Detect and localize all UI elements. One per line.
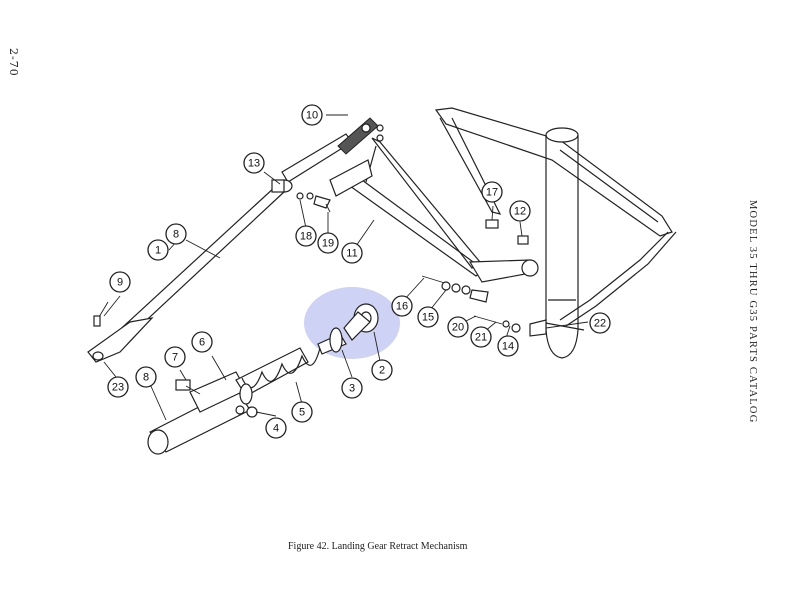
- callout-9: 9: [109, 271, 131, 293]
- callout-23: 23: [107, 376, 129, 398]
- callout-label: 7: [172, 352, 178, 364]
- callout-label: 12: [514, 206, 526, 218]
- support-frame: [434, 107, 677, 359]
- callout-circle: [107, 376, 129, 398]
- callout-circle: [295, 225, 317, 247]
- callout-circle: [470, 326, 492, 348]
- upper-spring-link: [281, 117, 384, 183]
- callout-8a: 8: [165, 223, 187, 245]
- callout-circle: [165, 223, 187, 245]
- callout-label: 5: [299, 407, 305, 419]
- callout-4: 4: [265, 417, 287, 439]
- callout-circle: [191, 331, 213, 353]
- callout-16: 16: [391, 295, 413, 317]
- leader-lines: [103, 114, 589, 421]
- callout-label: 2: [379, 365, 385, 377]
- callout-circle: [371, 359, 393, 381]
- callout-19: 19: [317, 232, 339, 254]
- callout-18: 18: [295, 225, 317, 247]
- callout-label: 21: [475, 332, 487, 344]
- callout-8b: 8: [135, 366, 157, 388]
- callout-label: 1: [155, 245, 161, 257]
- callout-circle: [265, 417, 287, 439]
- callout-label: 16: [396, 301, 408, 313]
- callout-label: 19: [322, 238, 334, 250]
- callout-circle: [391, 295, 413, 317]
- callout-7: 7: [164, 346, 186, 368]
- callout-circle: [109, 271, 131, 293]
- retract-rod: [87, 179, 293, 363]
- callout-label: 10: [306, 110, 318, 122]
- callout-2: 2: [371, 359, 393, 381]
- callout-13: 13: [243, 152, 265, 174]
- callout-circle: [147, 239, 169, 261]
- callout-label: 8: [143, 372, 149, 384]
- callout-circle: [301, 104, 323, 126]
- callout-6: 6: [191, 331, 213, 353]
- callout-label: 11: [346, 248, 357, 260]
- callout-label: 3: [349, 383, 355, 395]
- callout-circle: [509, 200, 531, 222]
- callout-label: 17: [486, 187, 498, 199]
- callout-label: 14: [502, 341, 514, 353]
- callout-label: 13: [248, 158, 260, 170]
- small-hardware: [271, 179, 547, 337]
- callout-17: 17: [481, 181, 503, 203]
- callout-circle: [589, 312, 611, 334]
- callout-22: 22: [589, 312, 611, 334]
- shock-strut: [147, 303, 379, 455]
- callout-10: 10: [301, 104, 323, 126]
- callout-circle: [447, 316, 469, 338]
- callout-21: 21: [470, 326, 492, 348]
- callout-label: 15: [422, 312, 434, 324]
- callout-15: 15: [417, 306, 439, 328]
- callout-12: 12: [509, 200, 531, 222]
- callout-circle: [291, 401, 313, 423]
- callout-label: 22: [594, 318, 606, 330]
- callout-20: 20: [447, 316, 469, 338]
- callout-5: 5: [291, 401, 313, 423]
- callout-circle: [417, 306, 439, 328]
- callout-label: 18: [300, 231, 312, 243]
- callout-circle: [243, 152, 265, 174]
- callout-circle: [164, 346, 186, 368]
- callout-label: 8: [173, 229, 179, 241]
- drag-brace: [329, 137, 539, 283]
- figure-caption: Figure 42. Landing Gear Retract Mechanis…: [288, 541, 468, 552]
- callout-11: 11: [341, 242, 363, 264]
- callout-1: 1: [147, 239, 169, 261]
- callout-circle: [135, 366, 157, 388]
- callout-label: 23: [112, 382, 124, 394]
- callout-3: 3: [341, 377, 363, 399]
- callout-circle: [481, 181, 503, 203]
- callout-label: 4: [273, 423, 279, 435]
- callout-circle: [341, 242, 363, 264]
- callout-circle: [497, 335, 519, 357]
- callout-label: 6: [199, 337, 205, 349]
- callout-circle: [341, 377, 363, 399]
- callout-label: 20: [452, 322, 464, 334]
- callout-label: 9: [117, 277, 123, 289]
- callout-14: 14: [497, 335, 519, 357]
- callout-circle: [317, 232, 339, 254]
